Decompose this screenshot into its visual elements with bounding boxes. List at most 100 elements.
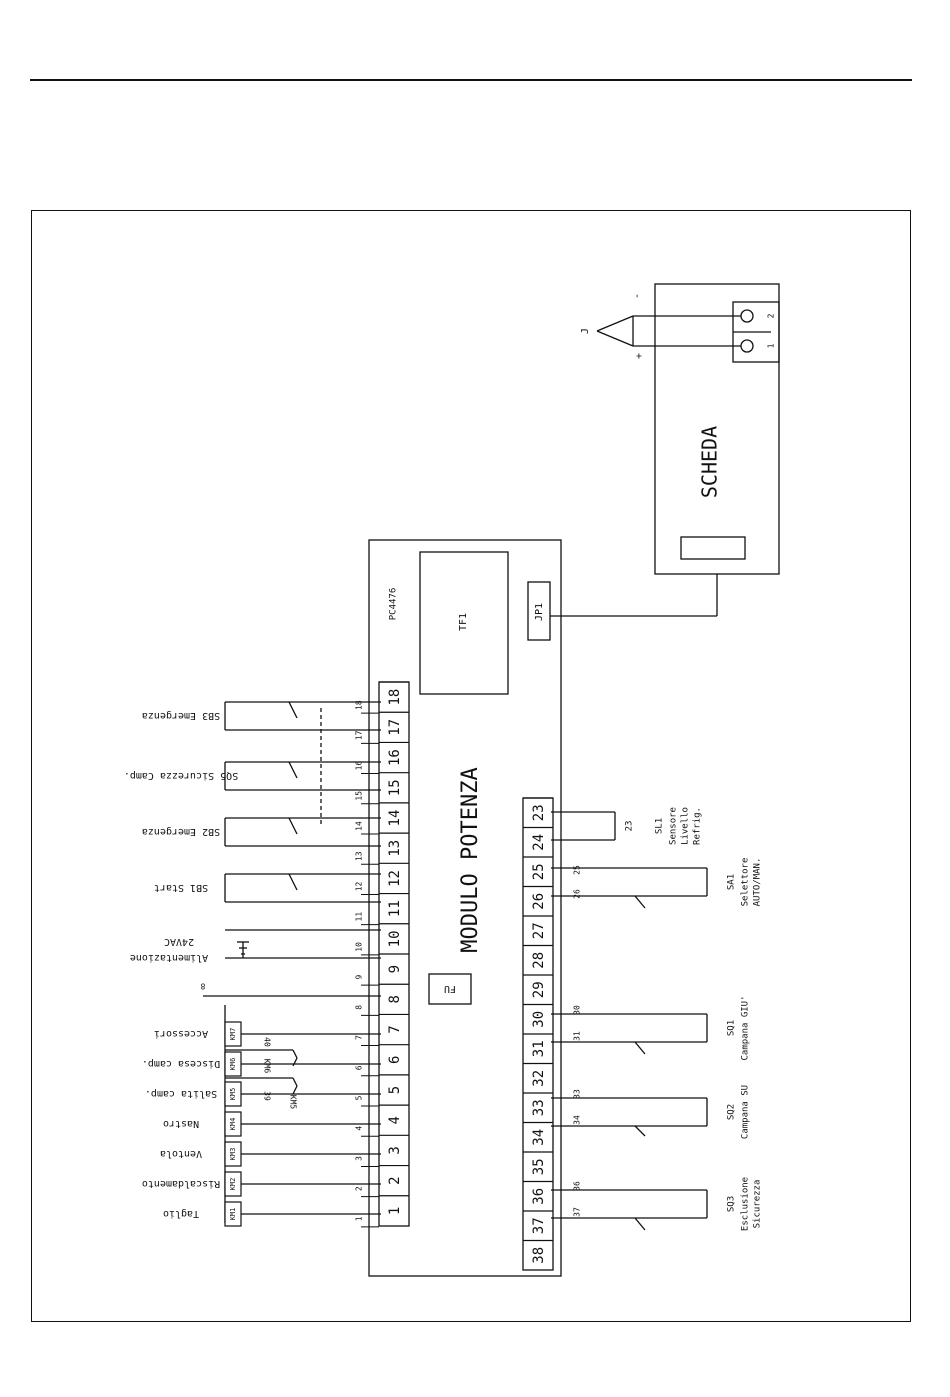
terminal-number: 1 xyxy=(387,1207,403,1215)
wire-number: 14 xyxy=(355,821,364,831)
wire-number: 13 xyxy=(355,851,364,861)
module-code: PC4476 xyxy=(389,588,399,621)
terminal-number: 34 xyxy=(531,1129,547,1146)
terminal-number: 4 xyxy=(387,1116,403,1124)
wire-number: 2 xyxy=(355,1186,364,1191)
wire-number: 40 xyxy=(263,1037,272,1047)
terminal-number: 9 xyxy=(387,965,403,973)
wire-number: 31 xyxy=(573,1031,582,1041)
wire-number: 3 xyxy=(355,1156,364,1161)
transformer-box xyxy=(419,551,509,695)
relay-tag: KM5 xyxy=(229,1088,237,1101)
relay-label: Taglio xyxy=(163,1208,199,1219)
terminal-number: 15 xyxy=(387,779,403,796)
relay-tag: KM3 xyxy=(229,1148,237,1161)
terminal-number: 13 xyxy=(387,840,403,857)
fuse-box xyxy=(428,973,472,1005)
label-group: MODULO POTENZAPC4476TF1JP1FUSCHEDAJ+-12K… xyxy=(124,293,776,1231)
switch-label: SQ5 Sicurezza Camp. xyxy=(124,770,238,781)
wire-number: 6 xyxy=(355,1065,364,1070)
wire-number: 12 xyxy=(355,881,364,891)
relay-tag: KM4 xyxy=(229,1118,237,1131)
relay-group: KM1TaglioKM2RiscaldamentoKM3VentolaKM4Na… xyxy=(142,1021,381,1227)
wire-number: 8 xyxy=(200,982,205,991)
wire-number: 1 xyxy=(355,1216,364,1221)
terminal-number: 24 xyxy=(531,834,547,851)
terminal-number: 28 xyxy=(531,952,547,969)
diagram-lines xyxy=(203,283,780,1277)
terminal-number: 38 xyxy=(531,1247,547,1264)
terminal-number: 33 xyxy=(531,1099,547,1116)
interlock-tag: KM6 xyxy=(263,1059,272,1074)
supply-voltage: 24VAC xyxy=(164,936,194,947)
diagram-frame xyxy=(31,210,911,1322)
terminal-number: 25 xyxy=(531,863,547,880)
terminal-number: 30 xyxy=(531,1011,547,1028)
limit-switch-tag: SQ2 xyxy=(727,1104,737,1120)
terminal-number: 31 xyxy=(531,1040,547,1057)
wire-number: 4 xyxy=(355,1126,364,1131)
limit-switch-label: Campana SU xyxy=(741,1085,751,1139)
supply-label: Alimentazione xyxy=(130,952,208,963)
board-pin-2: 2 xyxy=(767,313,776,318)
wire-number: 7 xyxy=(355,1035,364,1040)
wire-number: 34 xyxy=(573,1115,582,1125)
sensor-tag: SL1 xyxy=(655,818,665,834)
terminal-number: 6 xyxy=(387,1056,403,1064)
header-rule xyxy=(30,79,912,81)
board-pin-1: 1 xyxy=(767,343,776,348)
wire-number: 11 xyxy=(355,912,364,922)
terminal-number: 17 xyxy=(387,719,403,736)
relay-label: Nastro xyxy=(163,1118,199,1129)
wire-number: 26 xyxy=(573,889,582,899)
relay-label: Accessori xyxy=(154,1028,208,1039)
wire-number: 37 xyxy=(573,1207,582,1217)
jumper-box xyxy=(527,581,551,641)
switch-label: SB3 Emergenza xyxy=(142,710,220,721)
terminal-number: 32 xyxy=(531,1070,547,1087)
module-title: MODULO POTENZA xyxy=(458,767,483,952)
limit-switch-label: Campana GIU' xyxy=(741,995,751,1060)
thermocouple-minus: - xyxy=(632,293,643,299)
terminal-number: 10 xyxy=(387,930,403,947)
terminal-number: 8 xyxy=(387,995,403,1003)
thermocouple-label: J xyxy=(580,328,591,334)
wire-number: 8 xyxy=(355,1005,364,1010)
selector-tag: SA1 xyxy=(727,874,737,890)
terminal-number: 14 xyxy=(387,810,403,827)
limit-switch-tag: SQ1 xyxy=(727,1020,737,1036)
terminal-number: 29 xyxy=(531,981,547,998)
limit-switch-label: Esclusione xyxy=(741,1177,751,1231)
terminal-number: 7 xyxy=(387,1025,403,1033)
wire-number: 25 xyxy=(573,865,582,875)
terminal-number: 16 xyxy=(387,749,403,766)
relay-tag: KM2 xyxy=(229,1178,237,1191)
wire-number: 15 xyxy=(355,791,364,801)
terminal-number: 2 xyxy=(387,1176,403,1184)
relay-label: Discesa camp. xyxy=(142,1058,220,1069)
transformer-label: TF1 xyxy=(458,613,469,631)
sensor-label: Sensore xyxy=(669,807,679,845)
board-slot xyxy=(680,536,746,560)
terminal-number: 11 xyxy=(387,900,403,917)
terminal-number: 12 xyxy=(387,870,403,887)
terminal-group: 1122334455667788991010111112121313141415… xyxy=(355,681,582,1264)
interlock-tag: KM5 xyxy=(289,1095,298,1110)
relay-tag: KM6 xyxy=(229,1058,237,1071)
board-title: SCHEDA xyxy=(698,426,722,498)
terminal-number: 36 xyxy=(531,1188,547,1205)
thermocouple-plus: + xyxy=(634,353,645,359)
terminal-number: 23 xyxy=(531,804,547,821)
fuse-label: FU xyxy=(444,983,456,994)
relay-tag: KM7 xyxy=(229,1028,237,1041)
wire-number: 17 xyxy=(355,730,364,740)
jumper-label: JP1 xyxy=(534,603,545,621)
terminal-number: 26 xyxy=(531,893,547,910)
terminal-number: 35 xyxy=(531,1158,547,1175)
terminal-number: 37 xyxy=(531,1217,547,1234)
terminal-number: 3 xyxy=(387,1146,403,1154)
wire-number: 5 xyxy=(355,1095,364,1100)
terminal-number: 27 xyxy=(531,922,547,939)
wire-number: 36 xyxy=(573,1181,582,1191)
wire-number: 30 xyxy=(573,1005,582,1015)
